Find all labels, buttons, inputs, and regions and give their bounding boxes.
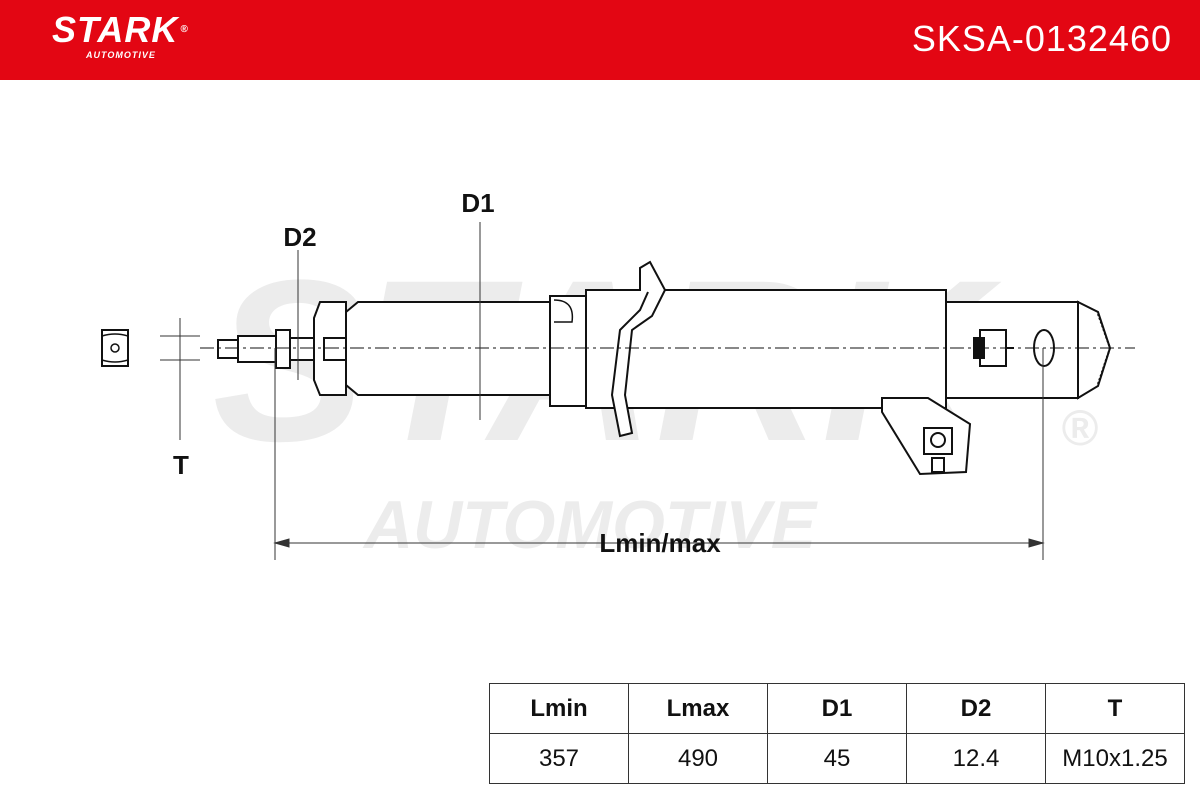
spec-value-row: 357 490 45 12.4 M10x1.25 xyxy=(489,733,1185,784)
stark-logo: STARK® AUTOMOTIVE xyxy=(52,10,189,61)
spec-value-t: M10x1.25 xyxy=(1045,733,1185,784)
bottom-cap xyxy=(1077,300,1112,400)
shock-absorber-drawing: STARK AUTOMOTIVE ® xyxy=(101,188,1135,563)
spring-seat xyxy=(586,260,667,438)
top-cap-hole xyxy=(323,337,347,361)
spec-table: Lmin Lmax D1 D2 T 357 490 45 12.4 M10x1.… xyxy=(489,683,1185,784)
spec-header-lmin: Lmin xyxy=(489,683,629,734)
header-bar: STARK® AUTOMOTIVE SKSA-0132460 xyxy=(0,0,1200,80)
label-d1: D1 xyxy=(461,188,494,218)
watermark-registered-mark: ® xyxy=(1062,400,1099,456)
label-length: Lmin/max xyxy=(599,528,721,558)
registered-mark-icon: ® xyxy=(180,24,189,35)
part-number: SKSA-0132460 xyxy=(911,18,1172,59)
spec-value-lmax: 490 xyxy=(628,733,768,784)
shock-body xyxy=(101,260,1112,476)
spec-header-d2: D2 xyxy=(906,683,1046,734)
spec-header-t: T xyxy=(1045,683,1185,734)
logo-sub: AUTOMOTIVE xyxy=(86,50,156,60)
spec-value-lmin: 357 xyxy=(489,733,629,784)
piston-rod-end xyxy=(237,335,277,363)
tube-step xyxy=(549,295,587,407)
rod-collar xyxy=(275,329,291,369)
spec-header-d1: D1 xyxy=(767,683,907,734)
spec-value-d2: 12.4 xyxy=(906,733,1046,784)
label-t: T xyxy=(173,450,189,480)
logo-brand-text: STARK xyxy=(52,9,179,50)
dimension-lines xyxy=(160,222,1045,560)
nut-icon xyxy=(101,329,129,367)
thread-tip xyxy=(217,339,239,359)
label-d2: D2 xyxy=(283,222,316,252)
watermark-sub: AUTOMOTIVE xyxy=(362,487,819,563)
logo-brand: STARK® xyxy=(52,10,189,50)
spec-header-row: Lmin Lmax D1 D2 T xyxy=(489,683,1185,734)
spec-value-d1: 45 xyxy=(767,733,907,784)
spec-header-lmax: Lmax xyxy=(628,683,768,734)
bottom-housing xyxy=(945,301,1079,399)
piston-rod xyxy=(289,337,315,361)
